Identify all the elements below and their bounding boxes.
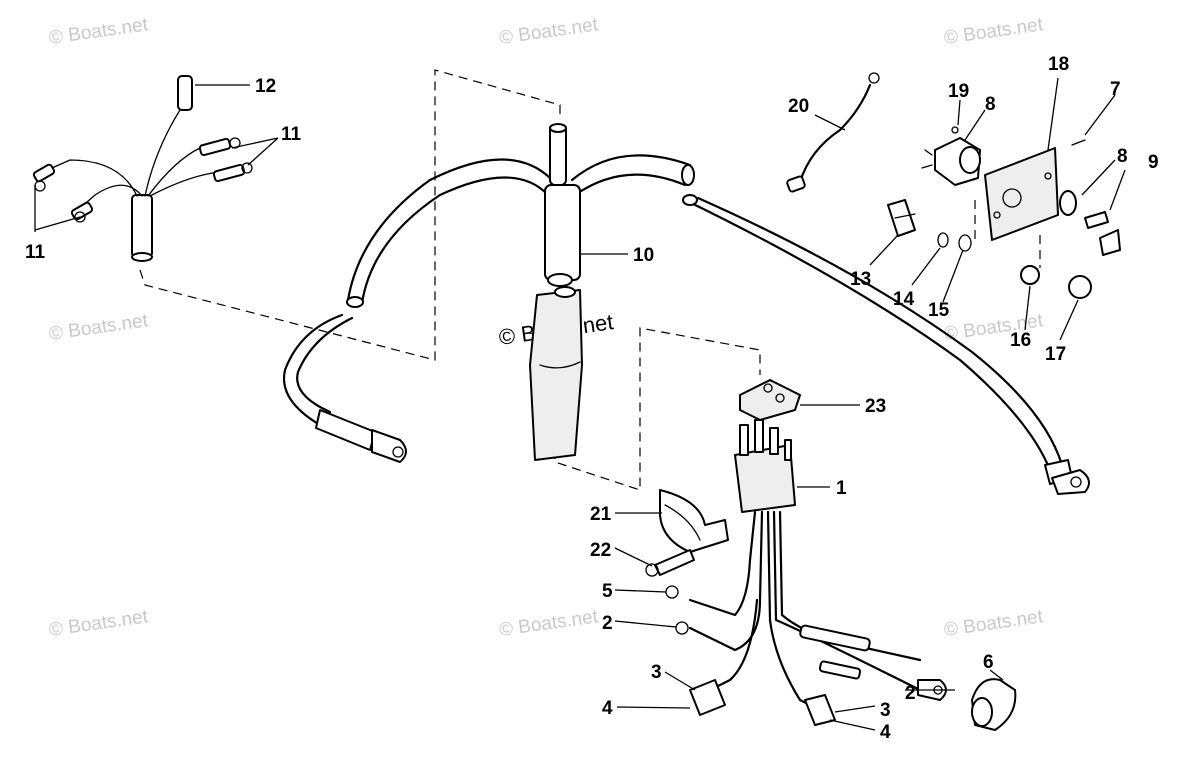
- callout-13: 13: [850, 269, 871, 290]
- callout-2: 2: [602, 613, 613, 634]
- ignition-switch-assembly: [887, 126, 1121, 299]
- lower-harness: [665, 510, 947, 726]
- watermark: © Boats.net: [943, 14, 1045, 49]
- clamp-and-screw: [645, 489, 729, 577]
- callout-21: 21: [590, 504, 612, 525]
- callout-15: 15: [928, 300, 950, 321]
- callout-6: 6: [983, 652, 994, 673]
- callout-3: 3: [651, 662, 662, 683]
- callout-23: 23: [865, 396, 886, 417]
- watermark: © Boats.net: [48, 606, 150, 641]
- terminal-cover: [739, 379, 801, 421]
- callout-11: 11: [281, 124, 302, 145]
- callout-17: 17: [1045, 344, 1066, 365]
- callout-2: 2: [905, 683, 916, 704]
- connector-plug: [734, 419, 796, 513]
- callout-9: 9: [1148, 152, 1159, 173]
- callout-16: 16: [1010, 330, 1031, 351]
- callout-11: 11: [25, 242, 46, 263]
- watermark: © Boats.net: [48, 14, 150, 49]
- callout-4: 4: [880, 722, 891, 743]
- callout-22: 22: [590, 540, 611, 561]
- callout-8: 8: [1117, 146, 1128, 167]
- assembly-guide-lines: [139, 69, 1041, 491]
- callout-4: 4: [602, 698, 613, 719]
- watermark: © Boats.net: [48, 310, 150, 345]
- callout-labels: 12 11 11 10 20 19 8 18 7 8 9 13 14 15 16…: [25, 54, 1159, 743]
- watermark: © Boats.net: [498, 14, 600, 49]
- callout-7: 7: [1110, 79, 1121, 100]
- callout-3: 3: [880, 700, 891, 721]
- callout-1: 1: [836, 478, 847, 499]
- callout-5: 5: [602, 581, 613, 602]
- jumper-lead: [786, 72, 880, 193]
- callout-14: 14: [893, 289, 915, 310]
- callout-10: 10: [633, 245, 654, 266]
- terminal-boot: [971, 678, 1017, 731]
- main-harness: [282, 123, 695, 463]
- callout-leaders: [34, 77, 1126, 731]
- watermark: © Boats.net: [498, 606, 600, 641]
- callout-20: 20: [788, 96, 809, 117]
- callout-12: 12: [255, 76, 276, 97]
- callout-18: 18: [1048, 54, 1069, 75]
- callout-8: 8: [985, 94, 996, 115]
- watermark: © Boats.net: [943, 606, 1045, 641]
- callout-19: 19: [948, 81, 969, 102]
- pigtail-harness: [32, 75, 253, 262]
- battery-cable: [682, 194, 1090, 495]
